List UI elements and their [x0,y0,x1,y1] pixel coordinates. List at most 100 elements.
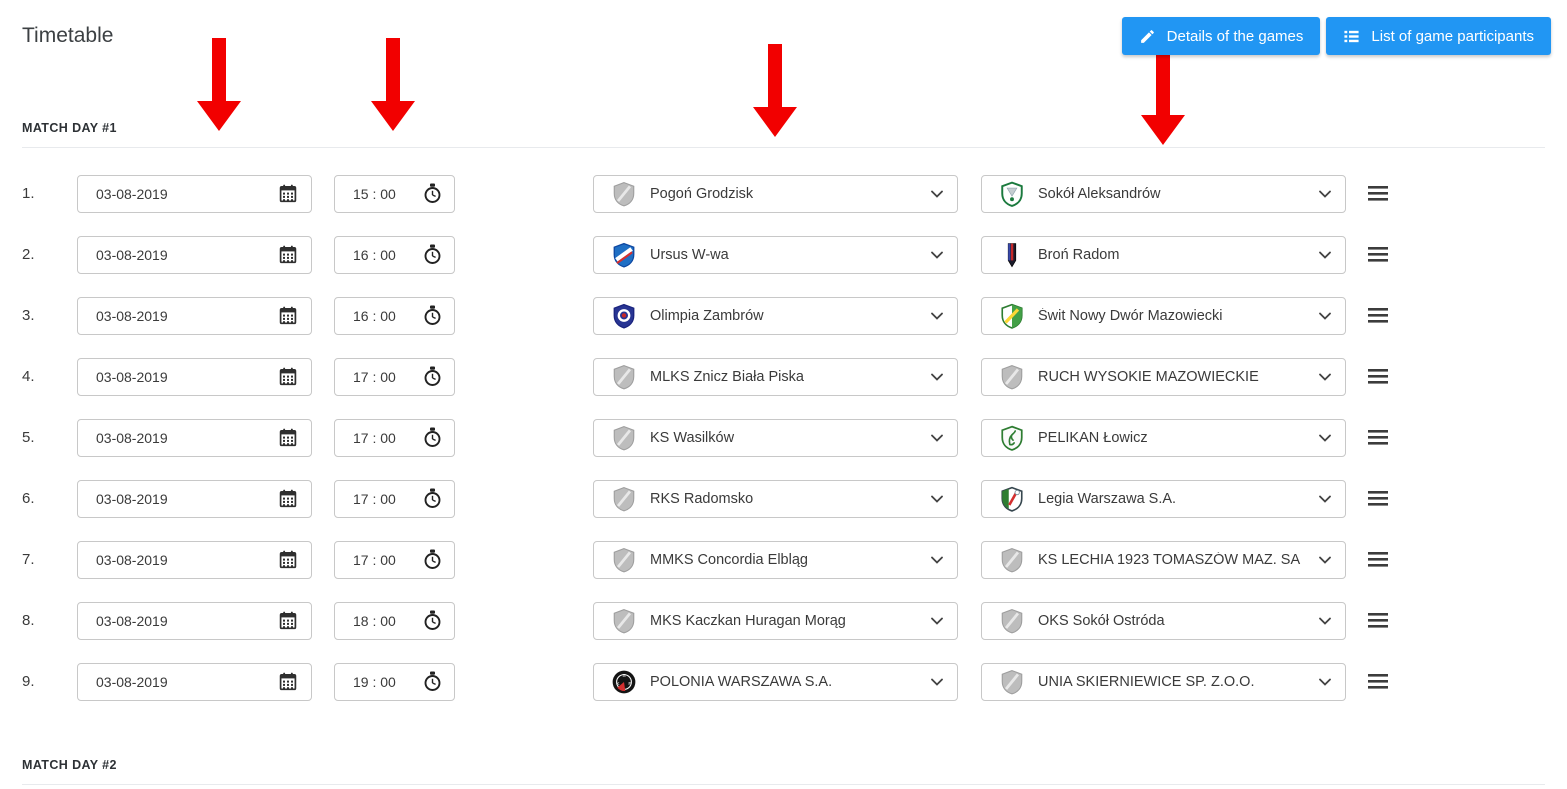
time-input[interactable]: 15 : 00 [334,174,455,213]
time-input[interactable]: 16 : 00 [334,235,455,274]
team-crest-icon [611,547,637,573]
details-of-games-button[interactable]: Details of the games [1121,17,1321,55]
time-value: 17 : 00 [353,368,396,385]
date-value: 03-08-2019 [96,185,168,202]
time-value: 15 : 00 [353,185,396,202]
match-row: 9. 03-08-2019 19 : 00 S K P POLONIA WARS… [0,651,1567,712]
drag-handle-icon[interactable] [1368,247,1388,262]
date-input[interactable]: 03-08-2019 [77,540,312,579]
match-row: 5. 03-08-2019 17 : 00 KS Wasilków PELIKA… [0,407,1567,468]
time-value: 17 : 00 [353,490,396,507]
row-number: 6. [22,490,35,507]
home-team-select[interactable]: MKS Kaczkan Huragan Morąg [593,601,958,640]
team-crest-icon [999,608,1025,634]
home-team-name: MLKS Znicz Biała Piska [650,368,804,385]
team-crest-icon [999,303,1025,329]
home-team-select[interactable]: MMKS Concordia Elbląg [593,540,958,579]
away-team-select[interactable]: Świt Nowy Dwór Mazowiecki [981,296,1346,335]
drag-handle-icon[interactable] [1368,308,1388,323]
chevron-down-icon [931,251,943,259]
home-team-select[interactable]: S K P POLONIA WARSZAWA S.A. [593,662,958,701]
date-input[interactable]: 03-08-2019 [77,357,312,396]
drag-handle-icon[interactable] [1368,369,1388,384]
red-arrow-away-team-column [1141,52,1185,147]
date-input[interactable]: 03-08-2019 [77,662,312,701]
team-crest-icon [999,364,1025,390]
drag-handle-icon[interactable] [1368,674,1388,689]
away-team-select[interactable]: OKS Sokół Ostróda [981,601,1346,640]
red-arrow-home-team-column [753,44,797,139]
away-team-select[interactable]: Legia Warszawa S.A. [981,479,1346,518]
pencil-icon [1139,28,1156,45]
chevron-down-icon [1319,678,1331,686]
team-crest-icon [999,425,1025,451]
away-team-name: OKS Sokół Ostróda [1038,612,1165,629]
time-input[interactable]: 16 : 00 [334,296,455,335]
clock-icon [424,427,441,448]
home-team-select[interactable]: RKS Radomsko [593,479,958,518]
calendar-icon [279,489,297,508]
date-value: 03-08-2019 [96,612,168,629]
home-team-select[interactable]: Pogoń Grodzisk [593,174,958,213]
time-input[interactable]: 18 : 00 [334,601,455,640]
home-team-select[interactable]: Olimpia Zambrów [593,296,958,335]
home-team-select[interactable]: Ursus W-wa [593,235,958,274]
drag-handle-icon[interactable] [1368,186,1388,201]
match-rows: 1. 03-08-2019 15 : 00 Pogoń Grodzisk Sok… [0,163,1567,712]
time-value: 16 : 00 [353,246,396,263]
home-team-select[interactable]: MLKS Znicz Biała Piska [593,357,958,396]
drag-handle-icon[interactable] [1368,430,1388,445]
match-row: 1. 03-08-2019 15 : 00 Pogoń Grodzisk Sok… [0,163,1567,224]
date-input[interactable]: 03-08-2019 [77,418,312,457]
away-team-select[interactable]: Sokół Aleksandrów [981,174,1346,213]
home-team-select[interactable]: KS Wasilków [593,418,958,457]
away-team-select[interactable]: Broń Radom [981,235,1346,274]
match-row: 4. 03-08-2019 17 : 00 MLKS Znicz Biała P… [0,346,1567,407]
drag-handle-icon[interactable] [1368,613,1388,628]
home-team-name: RKS Radomsko [650,490,754,507]
list-of-participants-button[interactable]: List of game participants [1326,17,1551,55]
date-input[interactable]: 03-08-2019 [77,174,312,213]
away-team-select[interactable]: PELIKAN Łowicz [981,418,1346,457]
section-divider [22,784,1545,785]
list-of-participants-label: List of game participants [1371,27,1534,45]
date-input[interactable]: 03-08-2019 [77,601,312,640]
chevron-down-icon [1319,373,1331,381]
home-team-name: Pogoń Grodzisk [650,185,754,202]
date-value: 03-08-2019 [96,246,168,263]
chevron-down-icon [931,312,943,320]
row-number: 2. [22,246,35,263]
row-number: 4. [22,368,35,385]
red-arrow-time-column [371,38,415,133]
chevron-down-icon [1319,556,1331,564]
date-input[interactable]: 03-08-2019 [77,479,312,518]
time-input[interactable]: 19 : 00 [334,662,455,701]
away-team-select[interactable]: RUCH WYSOKIE MAZOWIECKIE [981,357,1346,396]
time-input[interactable]: 17 : 00 [334,540,455,579]
time-input[interactable]: 17 : 00 [334,479,455,518]
calendar-icon [279,367,297,386]
home-team-name: MKS Kaczkan Huragan Morąg [650,612,846,629]
chevron-down-icon [931,190,943,198]
date-input[interactable]: 03-08-2019 [77,296,312,335]
clock-icon [424,488,441,509]
time-input[interactable]: 17 : 00 [334,418,455,457]
away-team-select[interactable]: KS LECHIA 1923 TOMASZÓW MAZ. SA [981,540,1346,579]
drag-handle-icon[interactable] [1368,491,1388,506]
clock-icon [424,183,441,204]
chevron-down-icon [931,617,943,625]
time-value: 17 : 00 [353,551,396,568]
time-input[interactable]: 17 : 00 [334,357,455,396]
match-day-1-heading: MATCH DAY #1 [22,121,117,135]
away-team-name: Świt Nowy Dwór Mazowiecki [1038,307,1223,324]
red-arrow-date-column [197,38,241,133]
chevron-down-icon [931,495,943,503]
clock-icon [424,671,441,692]
team-crest-icon [611,486,637,512]
svg-text:K: K [616,681,620,687]
match-day-2-heading: MATCH DAY #2 [22,758,117,772]
drag-handle-icon[interactable] [1368,552,1388,567]
date-input[interactable]: 03-08-2019 [77,235,312,274]
away-team-select[interactable]: UNIA SKIERNIEWICE SP. Z.O.O. [981,662,1346,701]
home-team-name: KS Wasilków [650,429,735,446]
